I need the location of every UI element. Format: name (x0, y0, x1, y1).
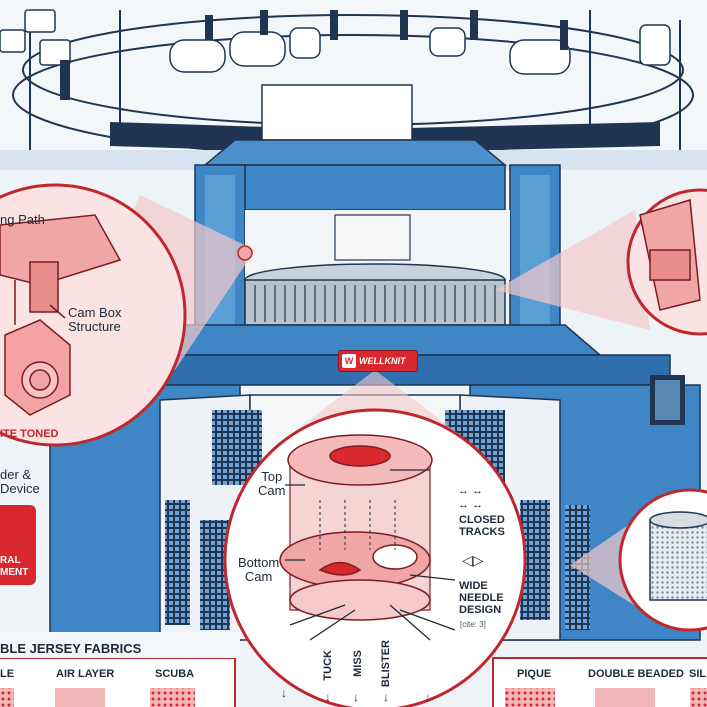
fabric-box-left (0, 657, 236, 707)
fabric-item: PIQUE (517, 668, 552, 680)
svg-text:↔ ↔: ↔ ↔ (458, 485, 483, 497)
fabrics-section-title: BLE JERSEY FABRICS (0, 641, 142, 656)
brand-logo-icon: W (342, 354, 356, 368)
fabric-item: DOUBLE BEADED (588, 668, 684, 680)
needle-sketch (639, 199, 701, 311)
arrow-down-icon: ↓ (383, 690, 389, 704)
feeder-device-label: der & Device (0, 467, 40, 497)
arrow-down-icon: ↓ (353, 690, 359, 704)
creel-tensioners (60, 10, 568, 100)
left-red-panel-label: RAL MENT (0, 555, 29, 578)
stitch-label-miss: MISS (352, 650, 364, 677)
left-red-panel: RAL MENT (0, 505, 36, 585)
cam-box-sketch (0, 214, 122, 416)
fabric-swatches (0, 688, 707, 707)
arrow-down-icon: ↓ (281, 686, 287, 700)
yarn-bobbins (0, 9, 671, 75)
toned-label: ITE TONED (0, 428, 59, 440)
arrow-down-icon: ↓ (325, 690, 331, 704)
cam-system-sketch (279, 434, 456, 641)
stitch-label-blister: BLISTER (380, 640, 392, 688)
cam-box-structure-label: Cam Box Structure (68, 305, 122, 335)
top-cam-label: Top Cam (258, 469, 286, 499)
fabric-item: AIR LAYER (56, 668, 115, 680)
brand-logo-plate: W WELLKNIT (338, 350, 418, 372)
svg-text:↔ ↔: ↔ ↔ (458, 499, 483, 511)
fabric-item: SIL (689, 668, 707, 680)
wide-needle-icon: ◁▷ (462, 552, 484, 568)
citation: [cite: 3] (460, 620, 486, 629)
wide-needle-label: WIDE NEEDLE DESIGN (459, 580, 504, 617)
fabric-item: SCUBA (155, 668, 195, 680)
yarn-roll-sketch (649, 511, 707, 601)
closed-tracks-label: CLOSED TRACKS (459, 514, 505, 539)
center-leader-lines (285, 469, 456, 581)
bottom-cam-label: Bottom Cam (238, 555, 280, 585)
yarn-path-label: ng Path (0, 212, 45, 227)
closed-tracks-icon: ↔ ↔ ↔ ↔ (458, 485, 483, 511)
brand-name: WELLKNIT (359, 356, 406, 366)
stitch-label-tuck: TUCK (322, 650, 334, 681)
arrow-down-icon: ↓ (425, 690, 431, 704)
fabric-item: LE (0, 668, 15, 680)
